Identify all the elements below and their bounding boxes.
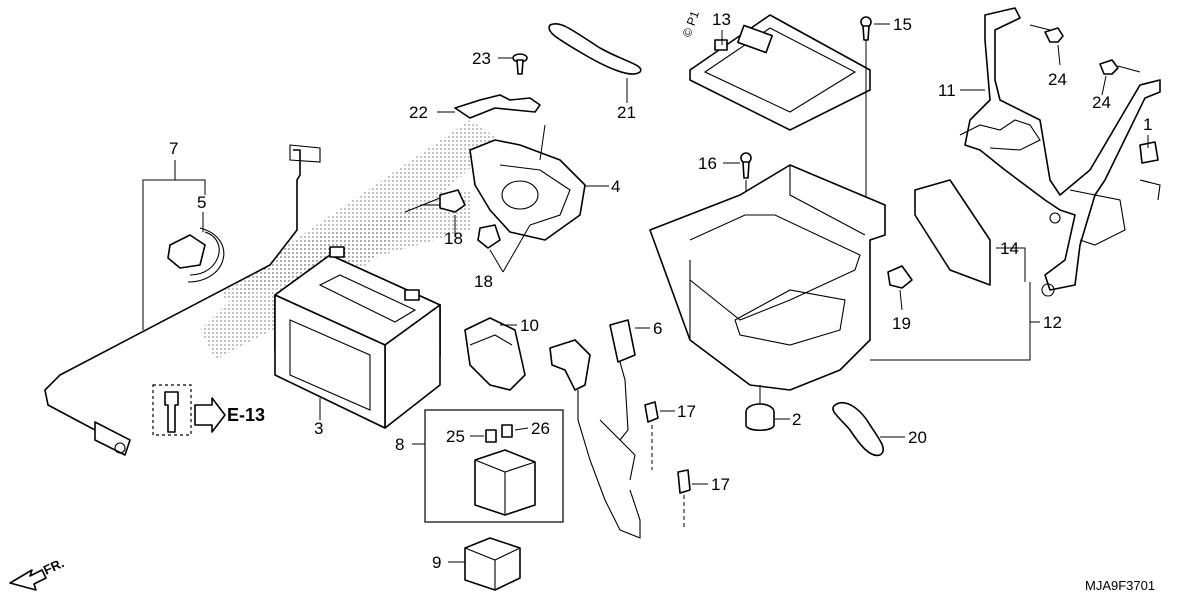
part-4-holder <box>469 124 586 241</box>
callout-14: 14 <box>1000 239 1019 258</box>
callout-7: 7 <box>169 139 178 158</box>
part-10-cover <box>464 317 526 391</box>
reference-e13[interactable]: E-13 <box>227 405 265 425</box>
part-9-relay-cover <box>464 537 521 591</box>
callout-8: 8 <box>395 435 404 454</box>
leader-lines <box>142 23 1149 563</box>
part-3-battery <box>274 246 441 429</box>
callout-6: 6 <box>653 319 662 338</box>
callout-3: 3 <box>314 419 323 438</box>
callout-17a: 17 <box>677 402 696 421</box>
part-23-screw <box>512 53 528 75</box>
callout-2: 2 <box>792 410 801 429</box>
callout-15: 15 <box>893 15 912 34</box>
callout-24a: 24 <box>1048 70 1067 89</box>
part-14-pad <box>914 179 991 286</box>
part-7-cable <box>44 144 321 456</box>
part-22-rod <box>454 94 541 119</box>
front-marker: FR. <box>9 555 66 591</box>
callout-22: 22 <box>409 103 428 122</box>
callout-12: 12 <box>1043 313 1062 332</box>
part-cable-boot <box>549 339 641 539</box>
copyright-mark: © P1 <box>680 9 702 39</box>
callout-13: 13 <box>712 10 731 29</box>
part-2-mount <box>745 385 775 432</box>
part-18-grommets <box>404 189 501 249</box>
callout-24b: 24 <box>1092 93 1111 112</box>
callout-19: 19 <box>892 314 911 333</box>
callout-20: 20 <box>908 428 927 447</box>
callout-18a: 18 <box>444 229 463 248</box>
part-5-clamp <box>167 227 225 283</box>
callout-4: 4 <box>611 177 620 196</box>
part-13-cover-plate <box>689 14 871 131</box>
part-8-relay-group <box>424 409 564 523</box>
callout-18b: 18 <box>474 272 493 291</box>
part-24-bolts <box>1029 24 1141 75</box>
callout-11: 11 <box>938 81 956 100</box>
callout-10: 10 <box>520 316 539 335</box>
callout-9: 9 <box>432 553 441 572</box>
callout-1: 1 <box>1143 115 1152 134</box>
part-6-connector <box>609 319 636 441</box>
callout-23: 23 <box>472 49 491 68</box>
diagram-code: MJA9F3701 <box>1085 578 1155 593</box>
part-19-clip <box>887 265 913 289</box>
front-marker-label: FR. <box>41 555 66 577</box>
part-21-band <box>548 23 642 75</box>
callout-labels: 1 2 3 4 5 6 7 8 9 10 11 12 13 14 15 16 1… <box>169 10 1152 572</box>
part-bolt-e13 <box>152 384 226 436</box>
callout-25: 25 <box>446 427 465 446</box>
callout-21: 21 <box>617 103 636 122</box>
callout-26: 26 <box>531 419 550 438</box>
callout-17b: 17 <box>711 475 730 494</box>
callout-16: 16 <box>698 154 717 173</box>
part-12-battery-box <box>649 164 886 391</box>
part-17-fittings <box>644 401 691 530</box>
callout-5: 5 <box>197 193 206 212</box>
part-11-bracket <box>959 7 1161 297</box>
part-20-band <box>832 401 885 457</box>
